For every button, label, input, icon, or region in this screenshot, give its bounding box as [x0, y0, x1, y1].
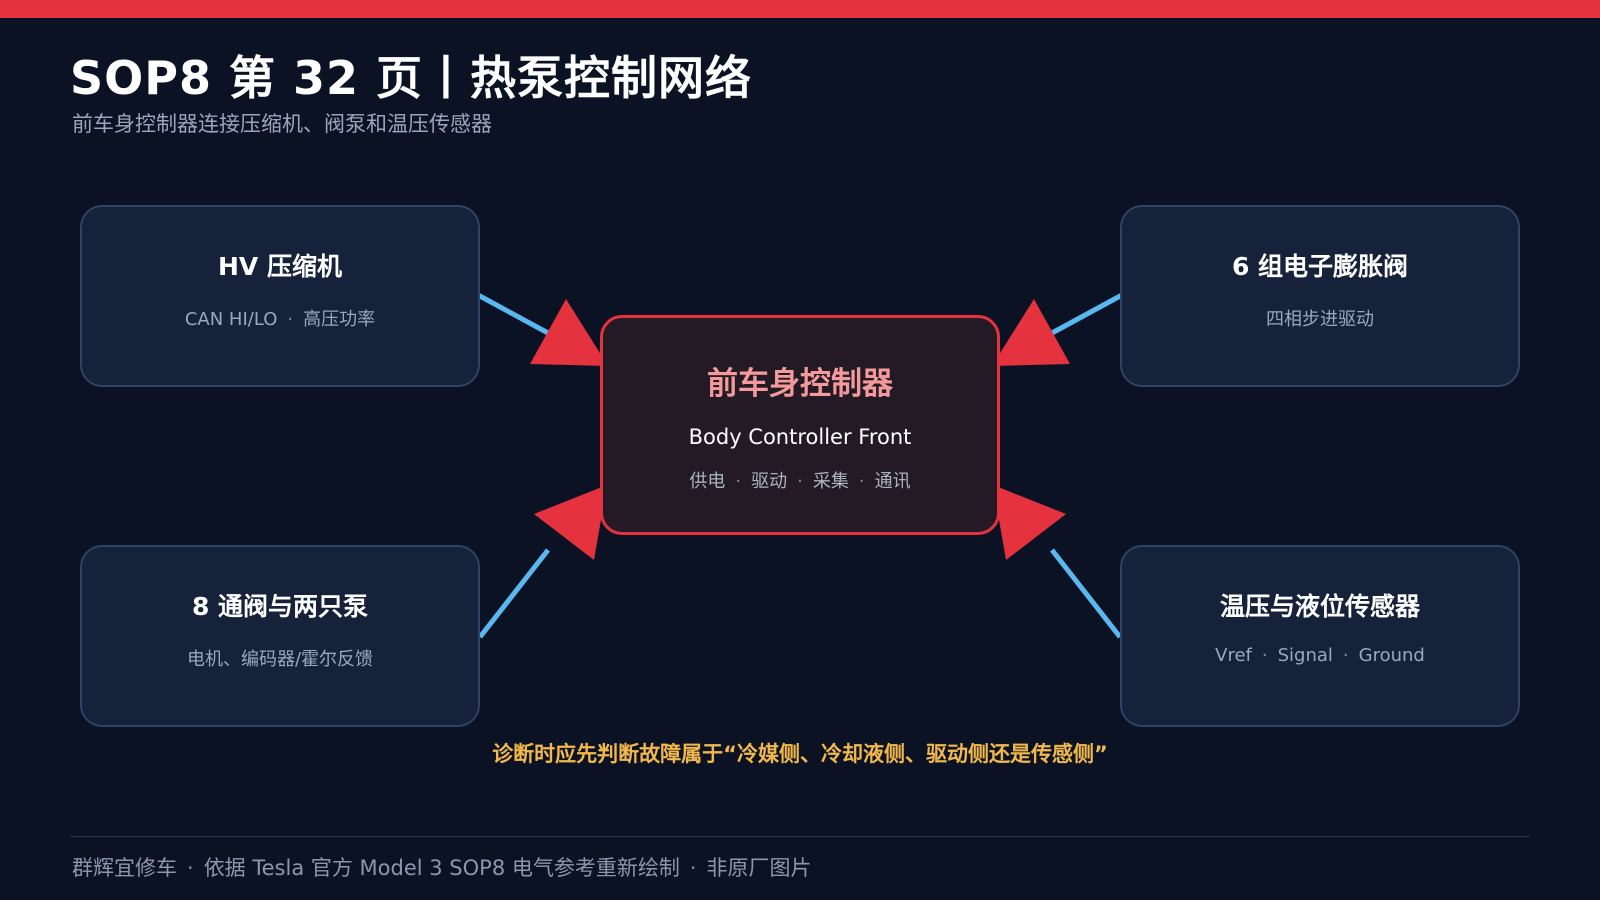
arrowhead-icon — [992, 299, 1070, 366]
node-details: CAN HI/LO · 高压功率 — [82, 305, 478, 331]
center-english-name: Body Controller Front — [688, 425, 912, 449]
node-detail: 电机、编码器/霍尔反馈 — [186, 649, 374, 670]
node-detail: 四相步进驱动 — [1266, 309, 1374, 330]
connector-sensors — [993, 485, 1122, 639]
separator-dot: · — [287, 309, 294, 330]
node-details: Vref · Signal · Ground — [1122, 645, 1518, 666]
footer-brand: 群辉宜修车 — [72, 856, 177, 880]
node-detail: 高压功率 — [303, 309, 376, 330]
node-valve-and-pumps: 8 通阀与两只泵 电机、编码器/霍尔反馈 — [80, 545, 480, 727]
connector-line — [476, 292, 550, 336]
top-accent-bar — [0, 0, 1600, 18]
node-details: 四相步进驱动 — [1122, 305, 1518, 331]
function-label: 供电 — [689, 471, 726, 492]
separator-dot: · — [735, 471, 742, 492]
node-details: 电机、编码器/霍尔反馈 — [82, 645, 478, 671]
function-label: 通讯 — [874, 471, 911, 492]
separator-dot: · — [187, 856, 194, 880]
footer: 群辉宜修车 · 依据 Tesla 官方 Model 3 SOP8 电气参考重新绘制 ·… — [72, 852, 812, 882]
node-detail: CAN HI/LO — [184, 309, 278, 330]
node-detail: Vref — [1215, 645, 1252, 666]
function-label: 采集 — [812, 471, 849, 492]
connector-valve-pumps — [478, 485, 607, 639]
footer-source: 依据 Tesla 官方 Model 3 SOP8 电气参考重新绘制 — [203, 856, 680, 880]
arrowhead-icon — [530, 299, 608, 366]
connector-line — [478, 548, 550, 639]
node-hv-compressor: HV 压缩机 CAN HI/LO · 高压功率 — [80, 205, 480, 387]
node-sensors: 温压与液位传感器 Vref · Signal · Ground — [1120, 545, 1520, 727]
node-title: 温压与液位传感器 — [1219, 592, 1420, 621]
center-functions: 供电 · 驱动 · 采集 · 通讯 — [603, 467, 997, 493]
connector-line — [1050, 548, 1122, 639]
node-title: HV 压缩机 — [218, 252, 342, 281]
footer-divider — [70, 836, 1530, 837]
node-detail: Ground — [1358, 645, 1425, 666]
footer-disclaimer: 非原厂图片 — [706, 856, 812, 880]
separator-dot: · — [797, 471, 803, 492]
center-title: 前车身控制器 — [707, 366, 893, 402]
separator-dot: · — [1342, 645, 1349, 666]
node-detail: Signal — [1277, 645, 1333, 666]
node-body-controller-front: 前车身控制器 Body Controller Front 供电 · 驱动 · 采集 · 通讯 — [600, 315, 1000, 535]
diagnostic-note: 诊断时应先判断故障属于“冷媒侧、冷却液侧、驱动侧还是传感侧” — [492, 742, 1108, 766]
arrowhead-icon — [534, 485, 607, 560]
connector-line — [1050, 292, 1124, 336]
page-subtitle: 前车身控制器连接压缩机、阀泵和温压传感器 — [72, 112, 492, 136]
node-title: 6 组电子膨胀阀 — [1231, 252, 1409, 281]
connector-compressor — [476, 292, 608, 366]
arrowhead-icon — [993, 485, 1066, 560]
page-title: SOP8 第 32 页丨热泵控制网络 — [70, 51, 753, 105]
separator-dot: · — [689, 856, 697, 880]
node-title: 8 通阀与两只泵 — [191, 592, 369, 621]
function-label: 驱动 — [751, 471, 788, 492]
connector-expansion-valves — [992, 292, 1124, 366]
separator-dot: · — [858, 471, 865, 492]
separator-dot: · — [1261, 645, 1268, 666]
node-expansion-valves: 6 组电子膨胀阀 四相步进驱动 — [1120, 205, 1520, 387]
